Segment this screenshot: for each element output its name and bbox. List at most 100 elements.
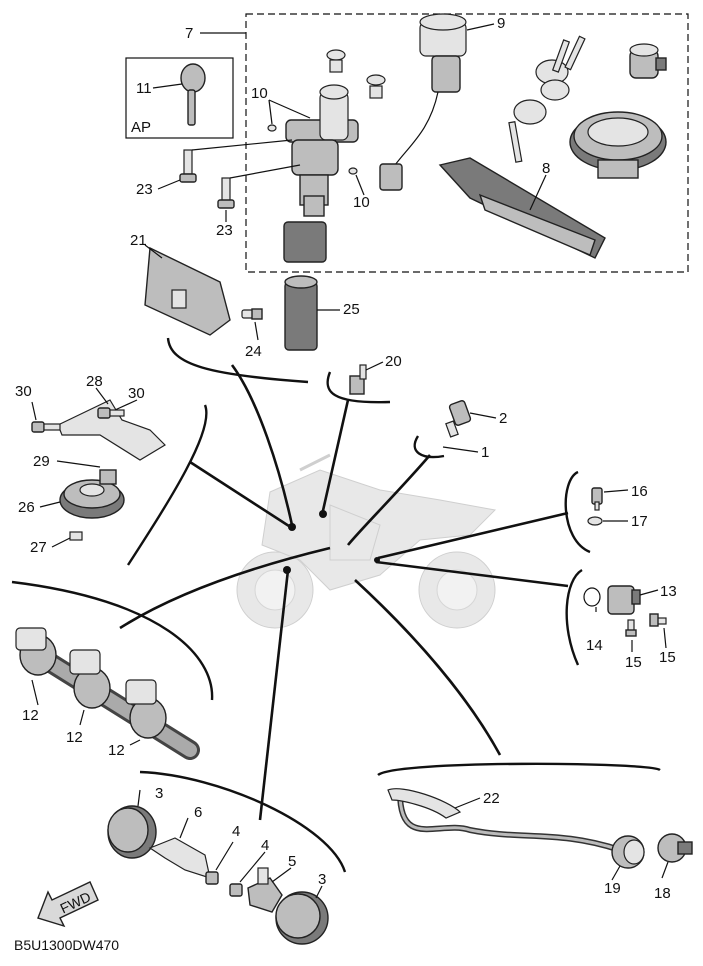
- leader-1: [442, 446, 479, 453]
- leader-3b: [315, 885, 323, 899]
- callout-18: 18: [654, 885, 671, 902]
- ap-box: [125, 57, 234, 139]
- leader-9: [466, 23, 495, 31]
- mount-dot-1: [283, 566, 291, 574]
- bracket-6: [148, 837, 211, 879]
- callout-23b: 23: [216, 222, 233, 239]
- callout-10b: 10: [353, 194, 370, 211]
- sensor-20: [349, 364, 367, 395]
- leader-6: [179, 817, 189, 839]
- leader-22: [454, 797, 481, 809]
- pin-1: [329, 59, 343, 73]
- leader-24: [254, 321, 259, 341]
- callout-17: 17: [631, 513, 648, 530]
- seat-lock-9: [379, 13, 467, 191]
- fwd-arrow: FWD: [37, 881, 99, 928]
- lead-13-to-bike: [375, 560, 569, 588]
- leader-10a: [268, 99, 273, 125]
- leader-12c: [129, 739, 141, 746]
- leader-12b: [79, 709, 85, 726]
- switch-5: [247, 867, 283, 913]
- key-set-frame: [245, 13, 689, 273]
- leader-2: [469, 412, 497, 419]
- leader-4a: [215, 841, 234, 871]
- leader-11: [152, 83, 183, 89]
- callout-12b: 12: [66, 729, 83, 746]
- bolt-15a: [625, 619, 637, 637]
- leader-16: [603, 489, 629, 493]
- cap-1: [326, 49, 346, 61]
- callout-2: 2: [499, 410, 507, 427]
- harness-22: [387, 788, 621, 853]
- leader-15b: [663, 627, 667, 649]
- group-bracket-12: [11, 580, 214, 701]
- callout-4b: 4: [261, 837, 269, 854]
- o-ring-14: [583, 587, 601, 607]
- bolt-15b: [649, 613, 667, 627]
- callout-22: 22: [483, 790, 500, 807]
- relay-25: [284, 275, 318, 351]
- callout-12c: 12: [108, 742, 125, 759]
- leader-30a: [31, 401, 37, 421]
- lead-horn-to-bike: [189, 460, 293, 530]
- connector-19: [611, 835, 645, 869]
- callout-8: 8: [542, 160, 550, 177]
- cap-2: [366, 74, 386, 86]
- bolt-30b: [97, 407, 125, 419]
- group-bracket-20: [326, 371, 391, 404]
- fuel-cap: [569, 111, 667, 179]
- leader-8: [529, 174, 547, 211]
- sensor-13: [607, 585, 641, 615]
- leader-13: [639, 589, 659, 596]
- bracket-21: [144, 246, 231, 336]
- lead-1-to-bike: [346, 454, 431, 546]
- callout-10a: 10: [251, 85, 268, 102]
- key-11: [180, 63, 206, 126]
- callout-23a: 23: [136, 181, 153, 198]
- callout-15b: 15: [659, 649, 676, 666]
- leader-29: [56, 460, 101, 468]
- group-bracket-horn: [126, 404, 208, 566]
- callout-20: 20: [385, 353, 402, 370]
- callout-27: 27: [30, 539, 47, 556]
- group-bracket-22: [377, 762, 661, 777]
- leader-3a: [137, 789, 141, 807]
- leader-19: [611, 865, 621, 881]
- washer-17: [587, 516, 603, 526]
- callout-1: 1: [481, 444, 489, 461]
- leader-21: [144, 244, 163, 259]
- callout-4a: 4: [232, 823, 240, 840]
- callout-30b: 30: [128, 385, 145, 402]
- mount-dot-4: [374, 557, 380, 563]
- leader-28: [95, 387, 109, 405]
- cover-3b: [275, 891, 329, 945]
- callout-25: 25: [343, 301, 360, 318]
- group-bracket-1: [413, 435, 445, 459]
- washer-10b: [348, 167, 358, 175]
- callout-26: 26: [18, 499, 35, 516]
- lead-20-to-bike: [320, 399, 350, 516]
- callout-6: 6: [194, 804, 202, 821]
- callout-7: 7: [185, 25, 193, 42]
- leader-23a: [157, 179, 181, 190]
- callout-11: 11: [136, 80, 152, 97]
- callout-29: 29: [33, 453, 50, 470]
- callout-14: 14: [586, 637, 603, 654]
- motorcycle-outline: [236, 453, 497, 629]
- washer-10a: [267, 124, 277, 132]
- main-switch: [283, 84, 359, 263]
- leader-18: [661, 861, 669, 879]
- leader-4b: [239, 851, 266, 883]
- sensor-16: [591, 487, 603, 511]
- group-bracket-3: [139, 770, 347, 873]
- footer-code: B5U1300DW470: [14, 937, 119, 953]
- lead-16-to-bike: [377, 511, 569, 560]
- leader-bolt-b: [229, 164, 301, 179]
- group-bracket-16: [564, 470, 591, 554]
- screw-27: [69, 531, 83, 541]
- callout-12a: 12: [22, 707, 39, 724]
- leader-12a: [31, 679, 39, 706]
- sensor-18: [657, 833, 693, 863]
